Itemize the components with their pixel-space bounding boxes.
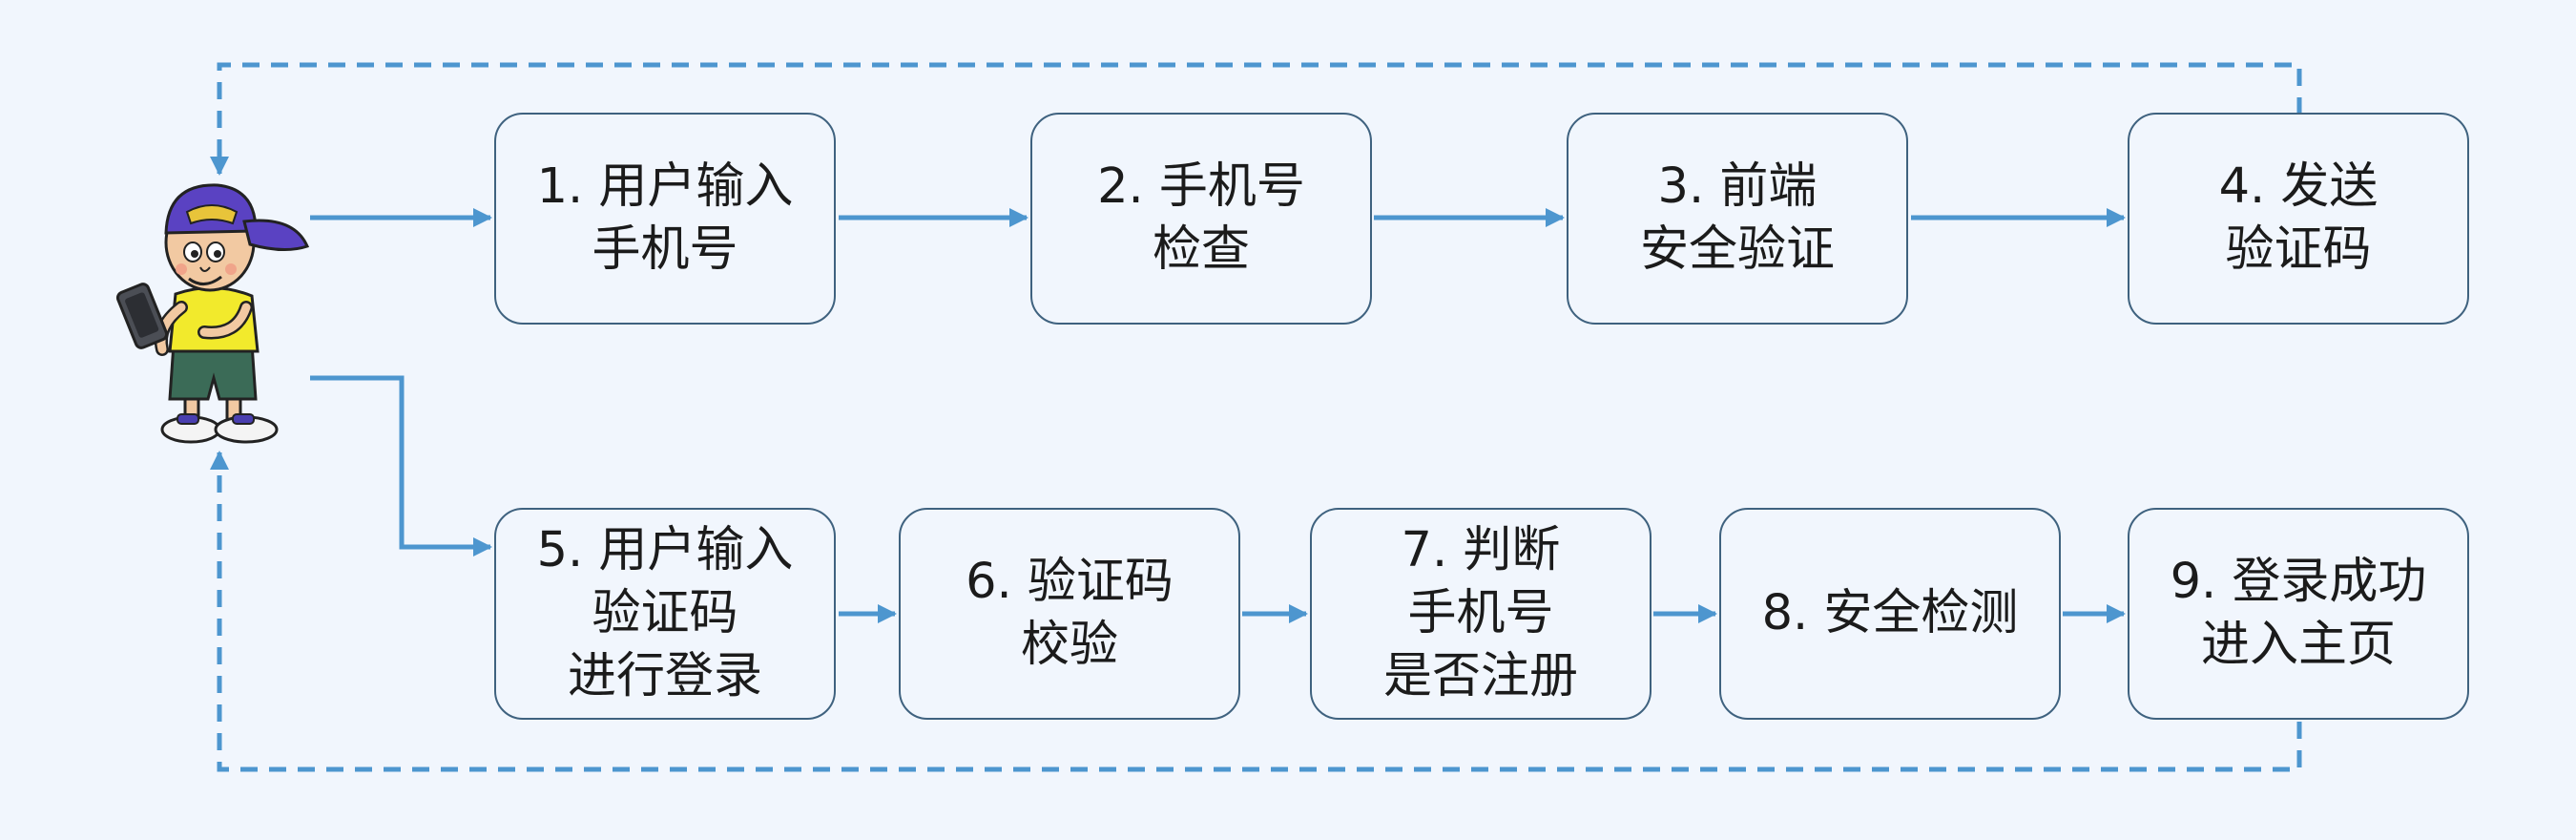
step-3-text: 3. 前端 安全验证 xyxy=(1639,158,1835,278)
step-1-text: 1. 用户输入 手机号 xyxy=(536,158,794,278)
step-3-box: 3. 前端 安全验证 xyxy=(1567,113,1908,325)
step-7-box: 7. 判断 手机号 是否注册 xyxy=(1310,508,1652,720)
dashed-loop-step-4-to-user xyxy=(210,62,2302,176)
step-8-box: 8. 安全检测 xyxy=(1719,508,2061,720)
step-1-box: 1. 用户输入 手机号 xyxy=(494,113,836,325)
arrow-user-to-step-5 xyxy=(310,375,492,556)
step-6-text: 6. 验证码 校验 xyxy=(966,554,1174,673)
step-7-text: 7. 判断 手机号 是否注册 xyxy=(1382,522,1578,704)
step-9-box: 9. 登录成功 进入主页 xyxy=(2128,508,2469,720)
step-8-text: 8. 安全检测 xyxy=(1761,585,2019,641)
step-2-text: 2. 手机号 检查 xyxy=(1097,158,1305,278)
step-4-text: 4. 发送 验证码 xyxy=(2218,158,2379,278)
dashed-loop-step-9-to-user xyxy=(210,451,2302,772)
step-6-box: 6. 验证码 校验 xyxy=(899,508,1240,720)
step-5-box: 5. 用户输入 验证码 进行登录 xyxy=(494,508,836,720)
step-9-text: 9. 登录成功 进入主页 xyxy=(2170,554,2427,673)
step-2-box: 2. 手机号 检查 xyxy=(1030,113,1372,325)
step-4-box: 4. 发送 验证码 xyxy=(2128,113,2469,325)
step-5-text: 5. 用户输入 验证码 进行登录 xyxy=(536,522,794,704)
user-with-phone-cartoon-icon xyxy=(115,183,310,444)
